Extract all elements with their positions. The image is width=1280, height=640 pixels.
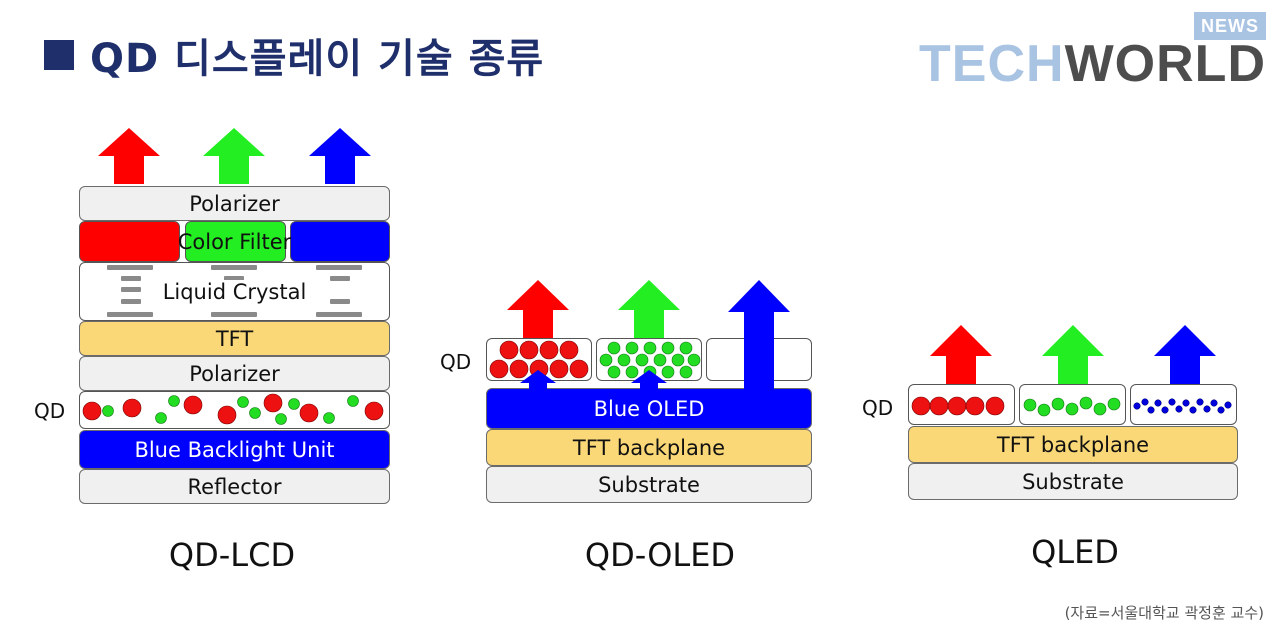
lcd-reflector: Reflector (79, 469, 390, 504)
oled-clear-cell (706, 338, 812, 381)
qled-qd-label: QD (862, 396, 894, 420)
lcd-red-arrow (98, 128, 160, 184)
oled-red-arrow (507, 280, 569, 338)
qled-blue-qd-cell (1130, 384, 1237, 425)
lcd-green-arrow (203, 128, 265, 184)
qled-substrate: Substrate (908, 463, 1238, 500)
qd-oled-caption: QD-OLED (584, 536, 736, 574)
page-title-text: QD 디스플레이 기술 종류 (90, 36, 545, 82)
lcd-polarizer-bottom: Polarizer (79, 356, 390, 391)
lcd-qd-label: QD (34, 399, 66, 423)
source-credit: (자료=서울대학교 곽정훈 교수) (1064, 604, 1264, 622)
oled-qd-red-cell (486, 338, 592, 381)
qd-lcd-caption: QD-LCD (168, 536, 296, 574)
techworld-logo[interactable]: NEWS TECHWORLD (919, 12, 1266, 93)
qled-red-arrow (930, 325, 992, 384)
qled-blue-arrow (1154, 325, 1216, 384)
qled-green-qd-cell (1019, 384, 1126, 425)
lcd-arrows (98, 128, 371, 184)
qled-caption: QLED (1031, 533, 1119, 571)
qled-green-arrow (1042, 325, 1104, 384)
page-title: QD 디스플레이 기술 종류 (44, 30, 544, 82)
oled-tft-backplane: TFT backplane (486, 429, 812, 466)
logo-wordmark: TECHWORLD (919, 34, 1266, 94)
qled-arrows (930, 325, 1216, 384)
qled-red-qd-cell (908, 384, 1015, 425)
title-bullet-square (44, 40, 74, 70)
lcd-liquid-crystal-label: Liquid Crystal (162, 279, 307, 304)
lcd-color-filter-label: Color Filter (177, 229, 292, 254)
lcd-polarizer-top: Polarizer (79, 186, 390, 221)
lcd-color-filter-blue (290, 221, 390, 262)
logo-news-badge: NEWS (1194, 12, 1266, 40)
lcd-tft: TFT (79, 321, 390, 356)
logo-tech: TECH (919, 35, 1065, 93)
logo-world: WORLD (1064, 35, 1266, 93)
oled-qd-label: QD (440, 350, 472, 374)
lcd-color-filter-green (185, 221, 286, 262)
oled-substrate: Substrate (486, 466, 812, 503)
lcd-color-filter-red (79, 221, 180, 262)
lcd-blue-backlight: Blue Backlight Unit (79, 430, 390, 469)
lcd-qd-layer (79, 391, 390, 429)
oled-blue-oled: Blue OLED (486, 388, 812, 429)
oled-green-arrow (618, 280, 680, 338)
qled-tft-backplane: TFT backplane (908, 426, 1238, 463)
lcd-blue-arrow (309, 128, 371, 184)
oled-qd-green-cell (596, 338, 702, 381)
